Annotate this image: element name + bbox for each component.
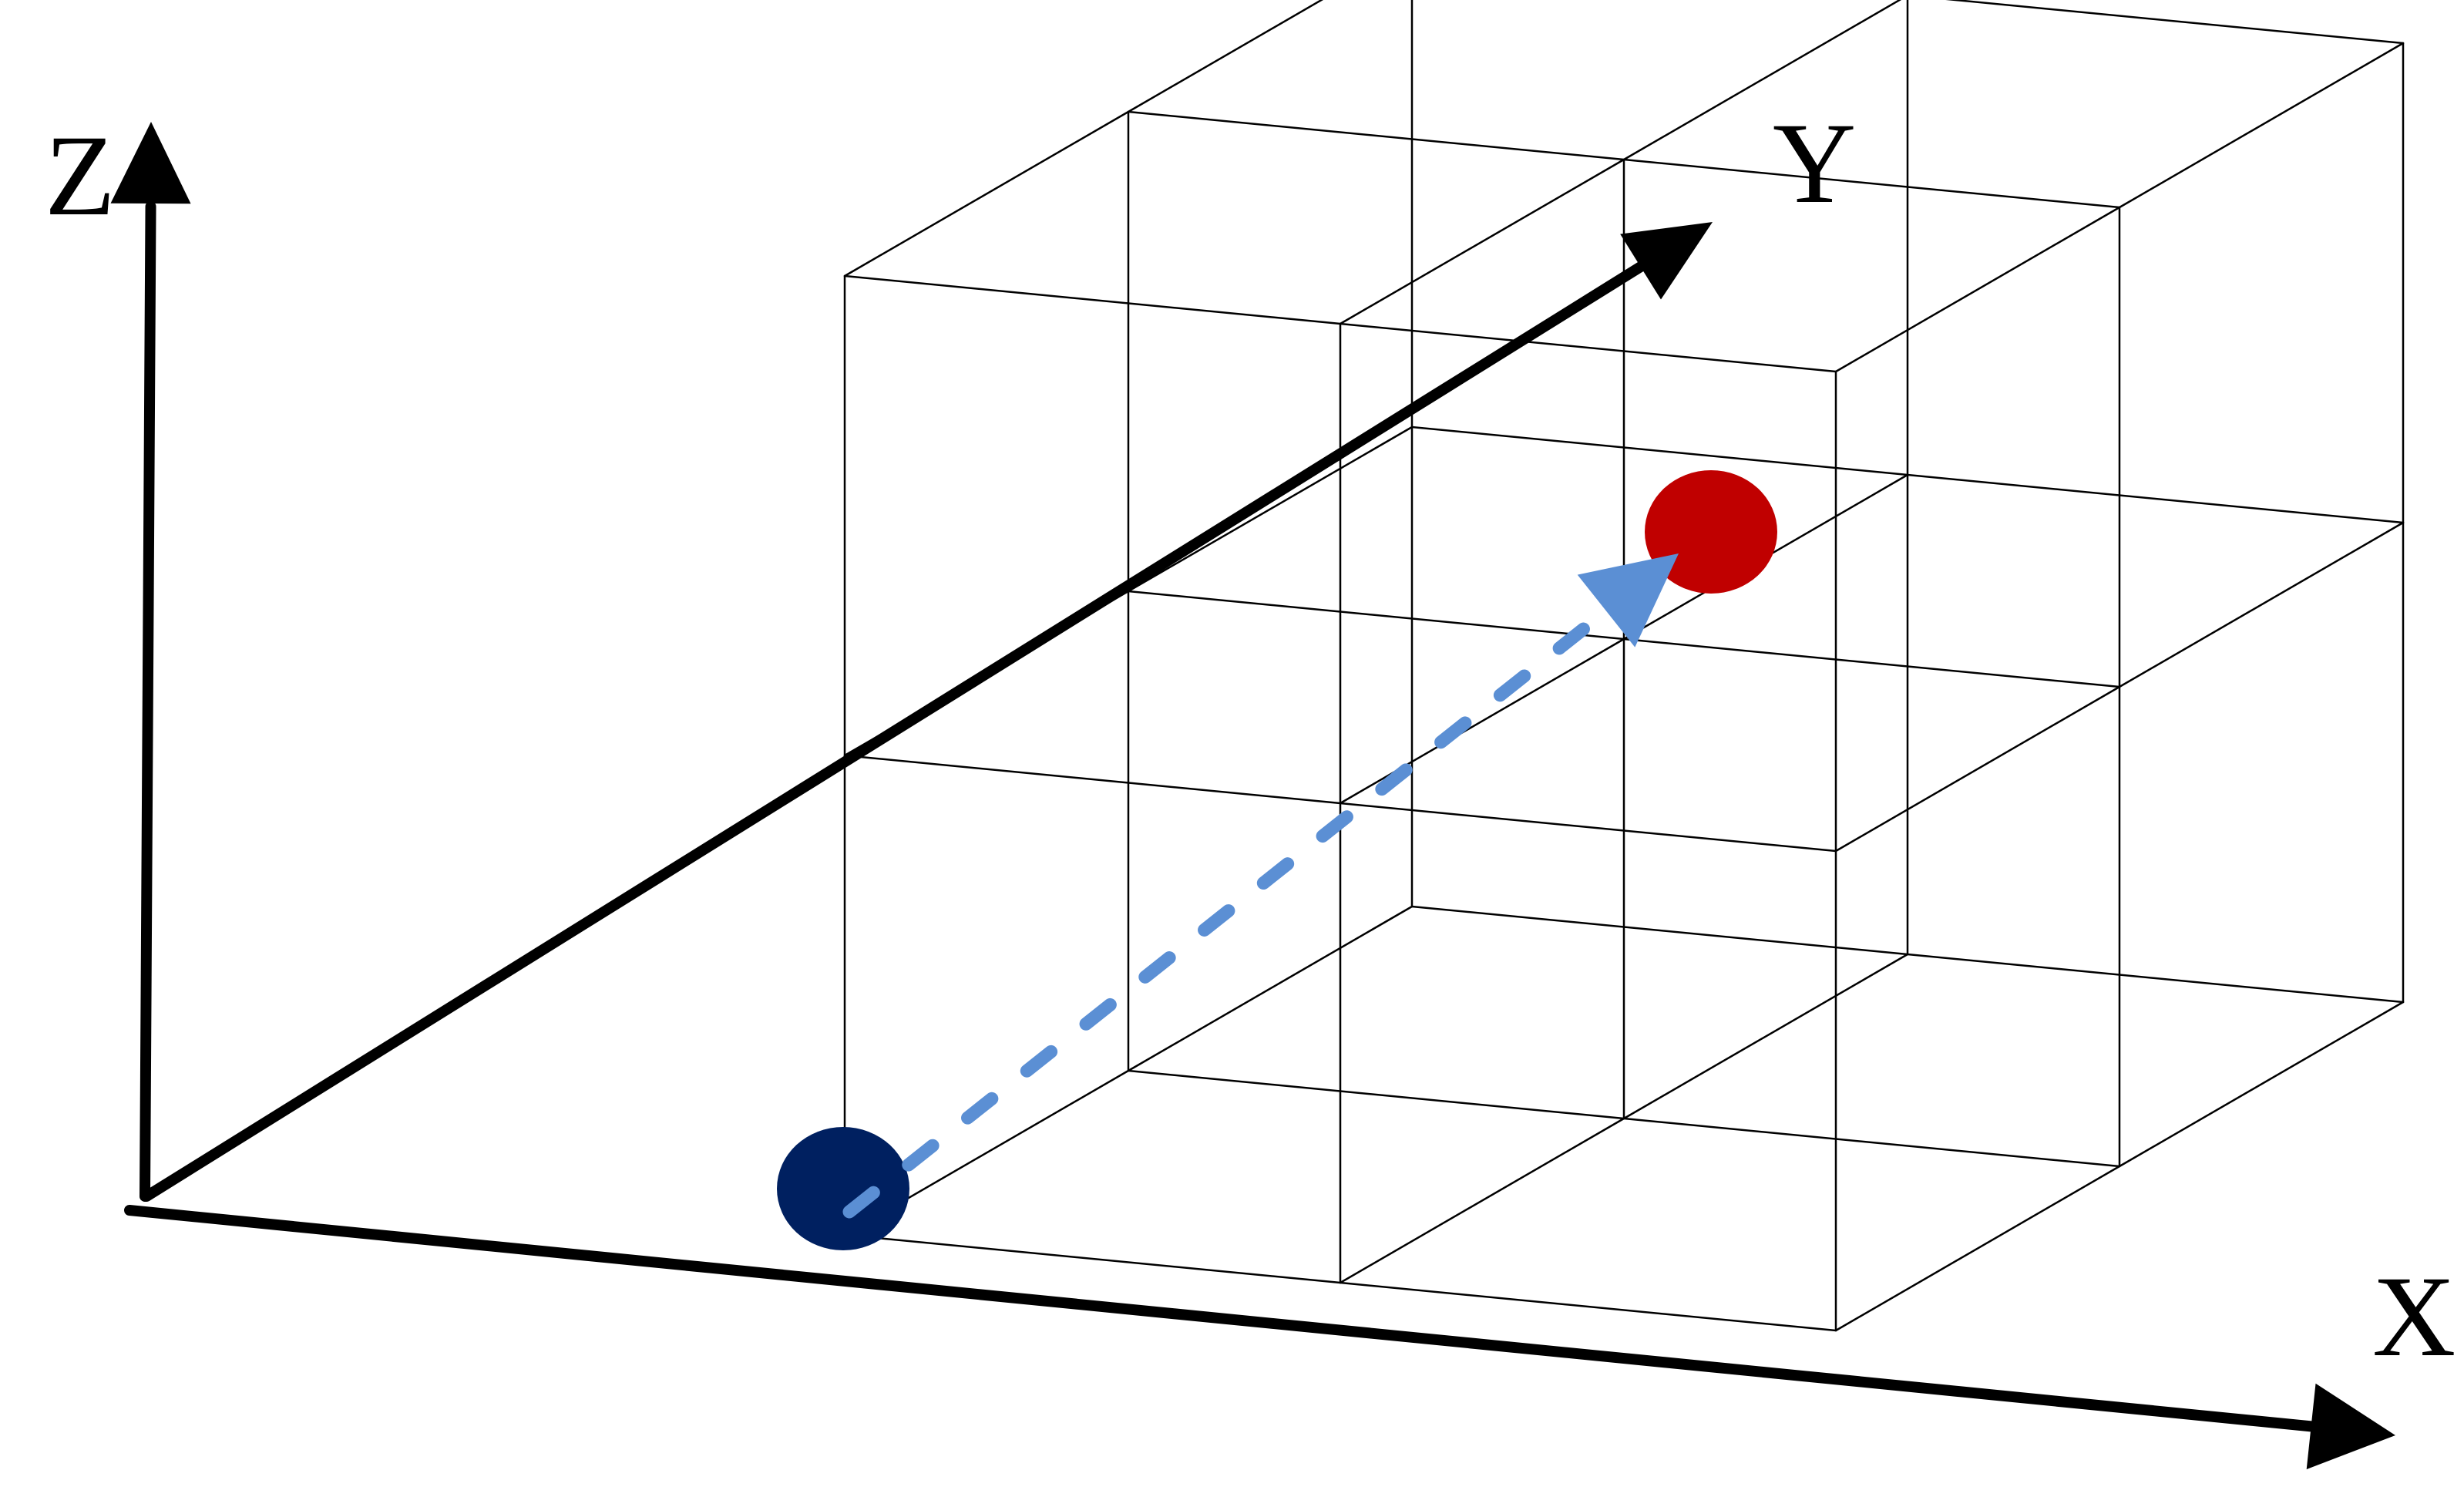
grid-edge (1622, 0, 1902, 161)
grid-edge (1622, 1117, 2121, 1168)
grid-edge (1127, 0, 1324, 113)
grid-edge (2118, 1001, 2405, 1168)
grid-edge (1906, 953, 2405, 1004)
grid-edge (1410, 905, 1909, 956)
start-voxel-point (777, 1127, 909, 1250)
end-voxel-point (1645, 470, 1777, 594)
path-arrowhead (1577, 553, 1679, 648)
grid-edge (1127, 905, 1414, 1072)
grid-edge (1945, 0, 2405, 45)
grid-edge (843, 1233, 1342, 1284)
grid-edge (1127, 1069, 1625, 1120)
x-axis-line (124, 1205, 2317, 1432)
grid-edge (1127, 426, 1414, 593)
x-axis-label: X (2372, 1253, 2456, 1381)
grid-edge (1339, 322, 1837, 373)
grid-edge (843, 754, 1342, 805)
y-axis-arrowhead (1620, 222, 1713, 300)
y-axis-label: Y (1773, 99, 1856, 227)
z-axis-label: Z (45, 112, 116, 240)
grid-edge (1622, 637, 2121, 688)
grid-edge (1622, 953, 1909, 1120)
grid-edge (1834, 1165, 2121, 1332)
grid-edge (1339, 1281, 1837, 1332)
grid-edge (1906, 473, 2405, 524)
grid-edge (1339, 802, 1837, 853)
y-axis-line (141, 261, 1646, 1202)
grid-edge (1339, 637, 1625, 805)
x-axis-arrowhead (2306, 1383, 2395, 1470)
grid-edge (1410, 426, 1909, 476)
z-axis-line (140, 200, 156, 1202)
grid-edge (2118, 42, 2405, 209)
voxel-grid (843, 0, 2405, 1332)
grid-edge (843, 274, 1342, 325)
path-dashed-line (842, 604, 1613, 1219)
grid-edge (1834, 685, 2121, 853)
grid-edge (1127, 590, 1625, 641)
z-axis-arrowhead (110, 122, 191, 204)
grid-edge (1834, 206, 2121, 373)
grid-edge (843, 110, 1130, 278)
grid-edge (1339, 158, 1625, 325)
grid-edge (1622, 158, 2121, 209)
grid-edge (1339, 1117, 1625, 1284)
grid-edge (1127, 110, 1625, 161)
grid-edge (2118, 521, 2405, 688)
coordinate-axes (110, 122, 2395, 1470)
